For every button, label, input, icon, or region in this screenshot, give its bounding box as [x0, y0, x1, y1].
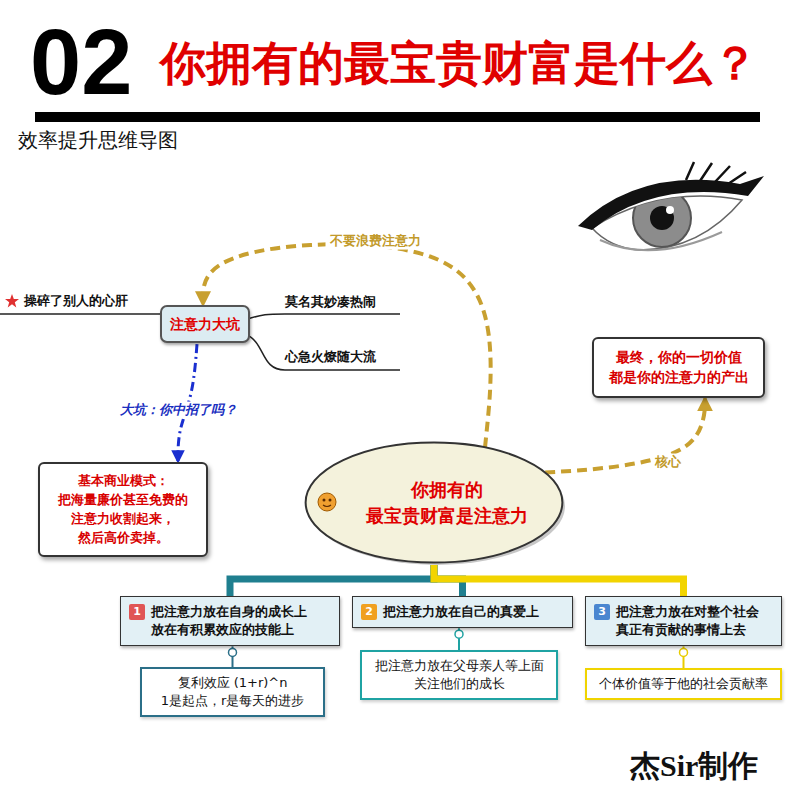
connector-dot — [229, 648, 237, 656]
ellipse-body — [306, 443, 563, 563]
node-text: 个体价值等于他的社会贡献率 — [595, 675, 772, 693]
eye-pupil — [650, 206, 674, 230]
connector — [230, 565, 434, 596]
detail-box: 复利效应 (1+r)^n 1是起点，r是每天的进步 — [140, 667, 325, 717]
topic-box: 1 把注意力放在自身的成长上 放在有积累效应的技能上 — [120, 596, 340, 646]
topic-box: 3 把注意力放在对整个社会 真正有贡献的事情上去 — [585, 596, 782, 646]
branch-line — [0, 313, 160, 315]
detail-box: 把注意力放在父母亲人等上面 关注他们的成长 — [360, 650, 558, 700]
branch-label: 莫名其妙凑热闹 — [285, 294, 376, 310]
eye-highlight — [666, 206, 674, 214]
edge-label: 大坑：你中招了吗？ — [116, 402, 241, 419]
callout-number: 3 — [594, 604, 610, 620]
core-ellipse: 你拥有的 最宝贵财富是注意力 — [303, 440, 565, 565]
eye-lower-lid — [600, 232, 722, 250]
branch-line — [245, 314, 400, 320]
branch-label: 心急火燎随大流 — [285, 349, 376, 365]
section-number: 02 — [30, 16, 132, 108]
connector — [545, 399, 705, 473]
star-icon — [5, 294, 19, 308]
node-text: 把注意力放在自己的真爱上 — [383, 603, 564, 621]
node-text: 把注意力放在自身的成长上 放在有积累效应的技能上 — [151, 603, 331, 639]
branch-line — [245, 334, 400, 370]
subtitle: 效率提升思维导图 — [18, 128, 178, 152]
node-text: 复利效应 (1+r)^n 1是起点，r是每天的进步 — [150, 674, 315, 710]
edge-label: 不要浪费注意力 — [326, 233, 425, 250]
node-text: 把注意力放在父母亲人等上面 关注他们的成长 — [370, 657, 548, 693]
face-icon — [318, 493, 336, 511]
eye-lid — [578, 176, 764, 230]
callout-number: 1 — [129, 604, 145, 620]
detail-box: 个体价值等于他的社会贡献率 — [585, 668, 782, 700]
eye-illustration — [578, 162, 764, 250]
connector — [434, 565, 684, 596]
topic-box: 2 把注意力放在自己的真爱上 — [352, 596, 573, 628]
header-bar — [35, 112, 760, 122]
connector-dot — [455, 630, 463, 638]
eye-lashes — [686, 162, 746, 184]
edge-label: 核心 — [651, 454, 685, 471]
node-text: 你拥有的 最宝贵财富是注意力 — [343, 477, 551, 527]
callout-number: 2 — [361, 604, 377, 620]
pit-box: 注意力大坑 — [160, 305, 250, 343]
connector-dot — [680, 648, 688, 656]
node-text: 注意力大坑 — [168, 315, 242, 333]
node-text: 基本商业模式： 把海量廉价甚至免费的 注意力收割起来， 然后高价卖掉。 — [50, 472, 196, 547]
author-credit: 杰Sir制作 — [630, 748, 758, 784]
node-text: 最终，你的一切价值 都是你的注意力的产出 — [604, 347, 753, 388]
note-box: 最终，你的一切价值 都是你的注意力的产出 — [592, 337, 765, 398]
ellipse-outline — [303, 440, 565, 565]
title: 你拥有的最宝贵财富是什么？ — [160, 36, 758, 91]
branch-label: 操碎了别人的心肝 — [24, 293, 128, 309]
connector — [203, 244, 491, 447]
node-text: 把注意力放在对整个社会 真正有贡献的事情上去 — [616, 603, 773, 639]
note-box: 基本商业模式： 把海量廉价甚至免费的 注意力收割起来， 然后高价卖掉。 — [38, 462, 208, 557]
